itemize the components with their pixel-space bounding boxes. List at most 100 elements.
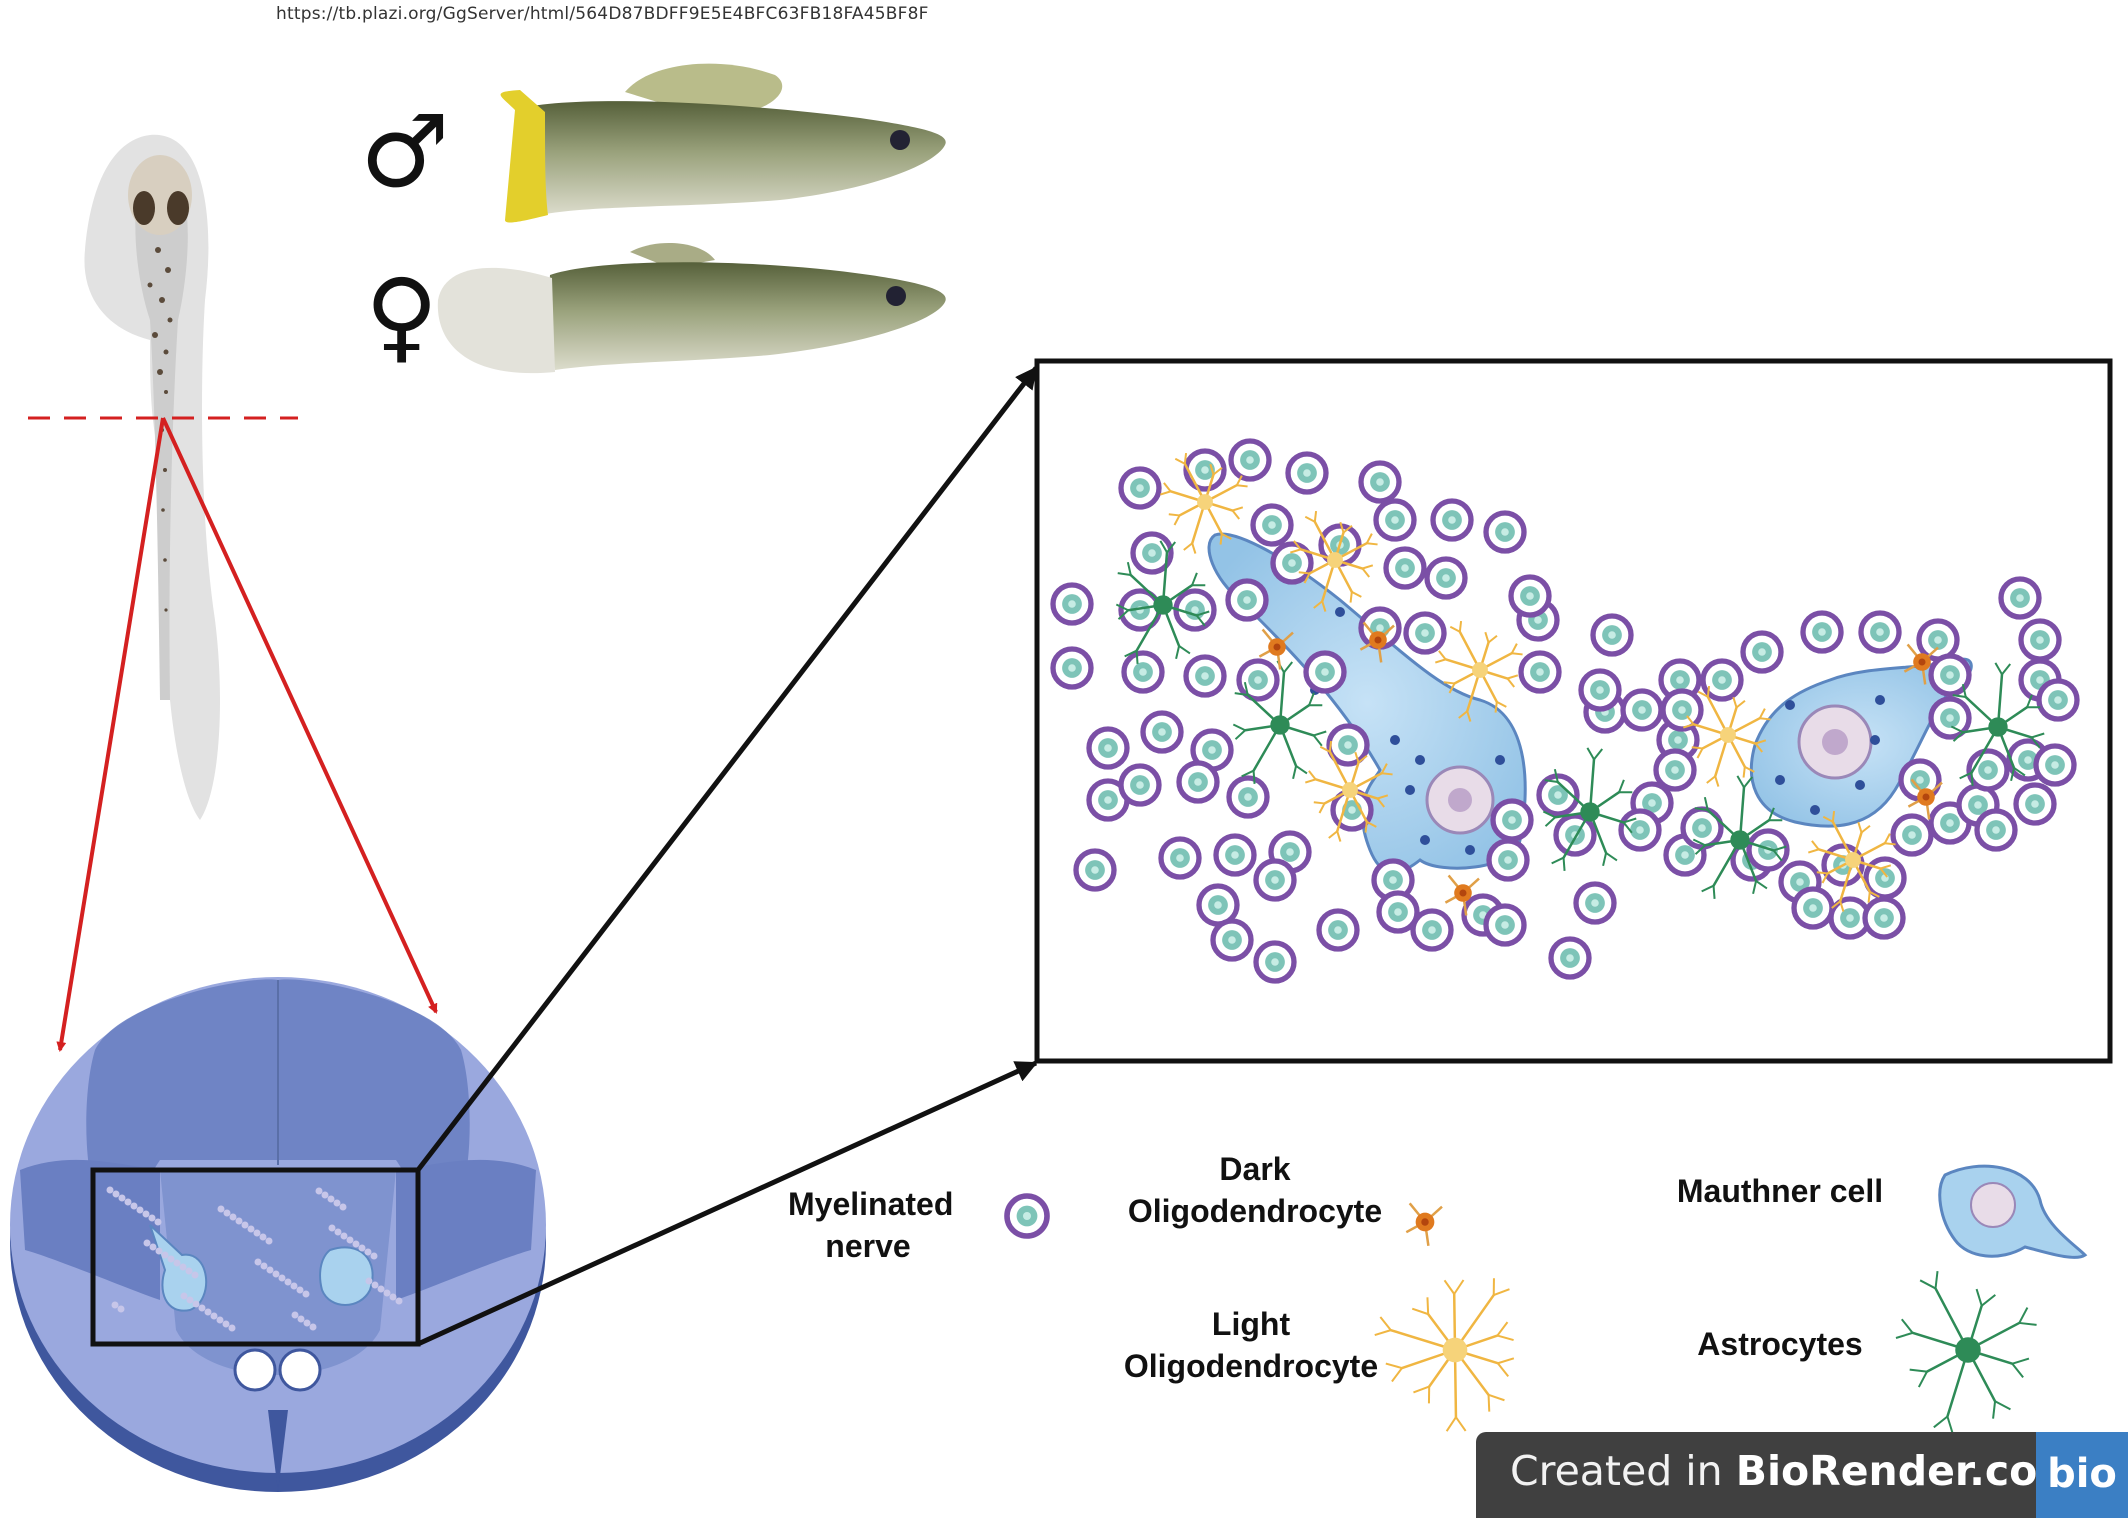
granule [1415,755,1425,765]
mini-cell-dot [377,1285,385,1293]
legend-label-dark-oligodendrocyte: Dark Oligodendrocyte [1127,1151,1383,1229]
granule [1785,700,1795,710]
mini-cell-dot [216,1316,224,1324]
mini-cell-dot [142,1210,150,1218]
female-fish-eye [886,286,906,306]
myelinated-nerve [1928,696,1972,740]
mini-cell-dot [365,1277,373,1285]
mini-cell-dot [117,1305,125,1313]
mini-cell-dot [210,1312,218,1320]
myelinated-nerve [1928,653,1972,697]
granule [1390,735,1400,745]
myelinated-nerve [1183,654,1227,698]
mini-cell-dot [180,1292,188,1300]
male-fish-eye [890,130,910,150]
mini-cell-dot [303,1319,311,1327]
mini-cell-dot [204,1308,212,1316]
mini-cell-dot [228,1324,236,1332]
granule [1870,735,1880,745]
male-symbol: ♂ [360,93,450,210]
mini-cell-dot [112,1190,120,1198]
mini-cell-dot [370,1252,378,1260]
myelinated-nerve [1176,760,1220,804]
mini-cell-dot [149,1243,157,1251]
myelinated-nerve [1653,748,1697,792]
dark-oligodendrocyte [1444,874,1480,916]
granule [1465,845,1475,855]
mini-cell-dot [241,1221,249,1229]
mini-cell-dot [340,1232,348,1240]
light-oligodendrocyte [1159,452,1248,554]
mini-cell-dot [321,1191,329,1199]
myelinated-nerve [1196,883,1240,927]
myelinated-nerve [1226,775,1270,819]
mini-cell-dot [254,1258,262,1266]
myelinated-nerve [1746,828,1790,872]
granule [1810,805,1820,815]
mini-cell-dot [130,1202,138,1210]
myelinated-nerve [1228,438,1272,482]
mini-cell-dot [309,1323,317,1331]
light-oligodendrocyte [1807,810,1896,912]
mini-cell-dot [272,1270,280,1278]
myelinated-nerve [1430,498,1474,542]
mini-cell-dot [395,1297,403,1305]
mini-cell-dot [229,1213,237,1221]
mini-cell-dot [371,1281,379,1289]
mini-cell-dot [284,1278,292,1286]
dark-oligodendrocyte [1258,628,1294,670]
myelinated-nerve [1974,808,2018,852]
mini-cell-dot [265,1237,273,1245]
granule [1775,775,1785,785]
section-inset-box [90,1167,421,1347]
mini-cell-dot [161,1251,169,1259]
larva-left-eye [133,191,155,225]
myelinated-nerve [1210,918,1254,962]
myelinated-nerve [1383,546,1427,590]
mini-cell-dot [327,1195,335,1203]
granule [1405,785,1415,795]
mini-cell-dot [173,1259,181,1267]
female-symbol: ♀ [365,257,438,374]
light-oligodendrocyte [1434,620,1523,722]
myelinated-nerve [1140,710,1184,754]
female-fish [437,242,946,374]
myelinated-nerve [1253,858,1297,902]
legend-label-light-oligodendrocyte: Light Oligodendrocyte [1123,1306,1379,1384]
mini-cell-dot [235,1217,243,1225]
mini-cell-dot [143,1239,151,1247]
legend-astrocyte-icon [1895,1271,2037,1434]
legend-label-myelinated-nerve: Myelinated nerve [788,1186,954,1264]
granule [1335,607,1345,617]
myelinated-nerve [1130,531,1174,575]
myelinated-nerve [1303,650,1347,694]
myelinated-nerve [1050,582,1094,626]
biorender-badge: Created in BioRender.com bio [1476,1432,2128,1518]
myelinated-nerve [1158,836,1202,880]
mini-cell-dot [389,1293,397,1301]
granule [1495,755,1505,765]
legend-astro-mark [1895,1271,2037,1434]
myelinated-nerve [1118,466,1162,510]
myelinated-nerve [1358,460,1402,504]
myelinated-nerve [1618,808,1662,852]
mini-cell-dot [296,1286,304,1294]
red-arrow-left [56,417,165,1052]
myelinated-nerve [1578,668,1622,712]
biorender-logo-icon: bio [2036,1432,2128,1518]
mini-cell-dot [198,1304,206,1312]
myelinated-nerve [1916,618,1960,662]
dark-oligodendrocyte [1359,621,1395,663]
mini-cell-dot [191,1271,199,1279]
mini-cell-dot [247,1225,255,1233]
mini-cell-dot [290,1282,298,1290]
myelinated-nerve [1700,658,1744,702]
mini-cell-dot [259,1233,267,1241]
mini-cell-dot [148,1214,156,1222]
myelinated-nerve [1518,650,1562,694]
myelinated-nerve [1424,556,1468,600]
larva-right-eye [167,191,189,225]
granule [1855,780,1865,790]
legend-light-oligo-mark [1374,1278,1515,1432]
mini-cell-dot [124,1198,132,1206]
